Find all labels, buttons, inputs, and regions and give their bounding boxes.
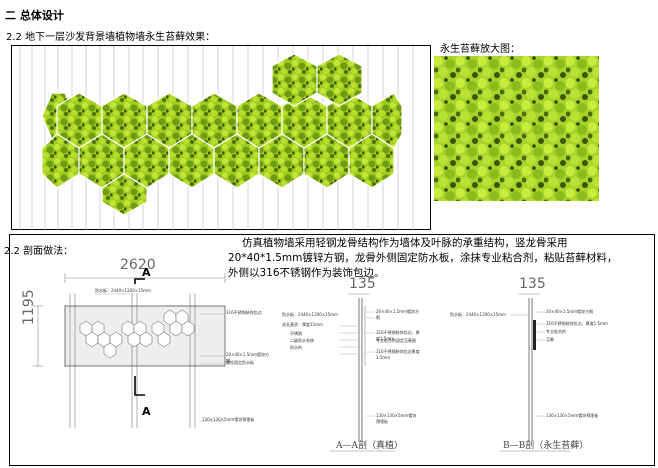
bb-caption: B—B剖（永生苔藓）: [503, 441, 589, 451]
section-aa-drawing: 135 20×40×1.5mm镀锌方钢 防水板：2440×1200×15mm 成…: [282, 276, 420, 461]
description-line-2: 20*40*1.5mm镀锌方钢，龙骨外侧固定防水板，涂抹专业粘合剂，粘贴苔藓材料…: [228, 252, 618, 264]
bb-note-4: 专业粘合剂: [546, 329, 566, 334]
width-dimension: 2620: [120, 257, 156, 273]
section-bb-drawing: 135 20×40×1.5mm镀锌方钢 防水板：2440×1200×15mm 3…: [450, 276, 610, 461]
aa-note-2: 防水板：2440×1200×15mm: [282, 312, 338, 317]
note-fix: 螺栓固定防水板: [226, 360, 254, 365]
bb-note-5: 苔藓: [546, 337, 554, 342]
aa-note-8: 防水剂: [290, 345, 302, 350]
section-heading-profile: 2.2 剖面做法：: [4, 246, 74, 257]
moss-closeup-label: 永生苔藓放大图：: [440, 44, 520, 55]
bb-width-dimension: 135: [519, 276, 546, 292]
page-title: 二 总体设计: [5, 9, 64, 22]
aa-width-dimension: 135: [349, 276, 376, 292]
aa-note-10: 130×130×5mm镀锌预埋板: [376, 413, 417, 424]
bb-note-2: 防水板：2440×1200×15mm: [450, 312, 506, 317]
moss-hexagons: [41, 53, 403, 216]
bb-note-6: 130×130×5mm镀锌预埋板: [546, 413, 599, 418]
description-line-1: 仿真植物墙采用轻钢龙骨结构作为墙体及叶脉的承重结构，竖龙骨采用: [242, 237, 568, 249]
aa-note-7: 二级防水系统: [290, 338, 314, 343]
bb-note-1: 20×40×1.5mm镀锌方钢: [546, 309, 594, 314]
note-steel-edge: 316不锈钢装饰包边: [226, 310, 262, 315]
moss-closeup-image: [434, 56, 599, 201]
aa-note-3: 成长基质：厚度15mm: [282, 322, 323, 327]
section-heading-effect: 2.2 地下一层沙发背景墙植物墙永生苔藓效果：: [6, 32, 216, 43]
section-mark-top: A: [142, 266, 151, 279]
section-drawing-frame: [9, 234, 655, 466]
height-dimension: 1195: [21, 289, 37, 325]
elevation-drawing: 2620 1195 A A 防水板：2440×1200×15mm 316不锈钢装…: [20, 257, 270, 463]
note-tube: 20×40×1.5mm镀锌方钢: [226, 352, 270, 363]
aa-note-1: 20×40×1.5mm镀锌方钢: [376, 309, 420, 320]
note-board: 防水板：2440×1200×15mm: [95, 288, 151, 293]
wall-effect-rendering: [11, 45, 431, 231]
aa-note-5: 不锈钢: [290, 331, 302, 336]
note-base: 130×130×5mm镀锌预埋板: [202, 417, 255, 422]
elevation-hexagons: [79, 309, 195, 359]
aa-note-9: 316不锈钢装饰包边厚度1.5mm: [376, 349, 420, 360]
aa-note-4: 316不锈钢装饰包边，厚度1.5mm: [376, 330, 420, 341]
aa-caption: A—A剖（真植）: [336, 441, 403, 451]
construction-description: 仿真植物墙采用轻钢龙骨结构作为墙体及叶脉的承重结构，竖龙骨采用 20*40*1.…: [228, 236, 648, 281]
description-line-3: 外侧以316不锈钢作为装饰包边。: [228, 267, 385, 279]
section-mark-bottom: A: [142, 405, 151, 418]
aa-note-6: 专业粘合剂固定苔藓植: [376, 338, 416, 343]
bb-note-3: 316不锈钢装饰包边，厚度1.5mm: [546, 321, 608, 326]
